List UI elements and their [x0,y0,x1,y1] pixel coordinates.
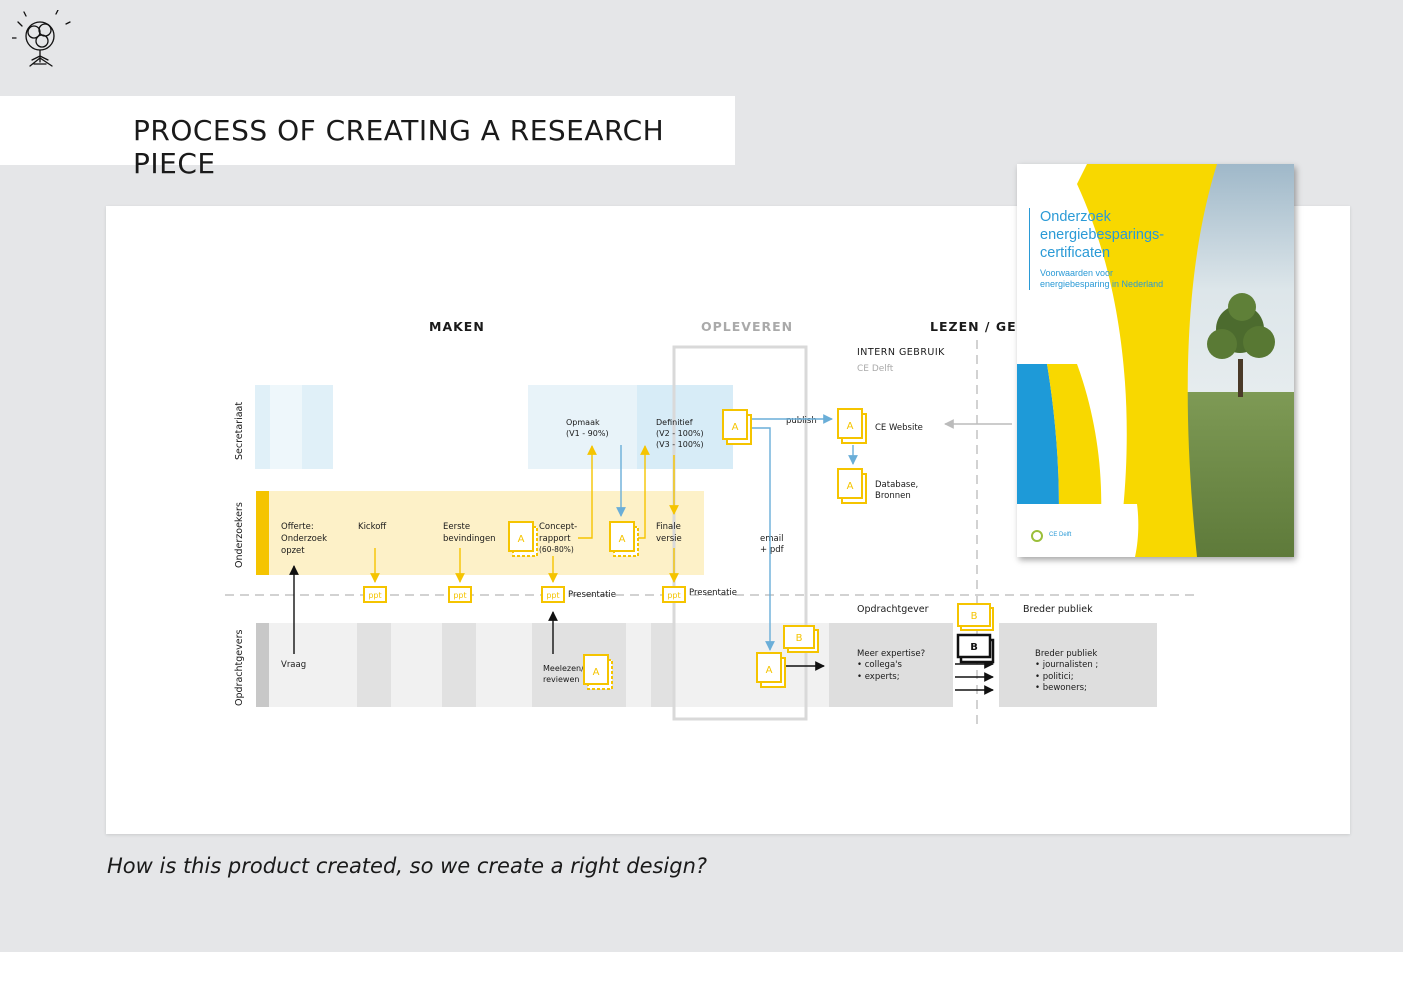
step-concept-2: rapport [539,534,571,544]
document-b-icon: B [956,633,995,664]
step-email-2: + pdf [760,545,785,555]
step-meelezen-2: reviewen [543,675,579,684]
svg-text:A: A [518,534,525,545]
title-band: PROCESS OF CREATING A RESEARCH PIECE [0,96,735,180]
svg-text:B: B [970,642,978,653]
step-opdrachtgever: Opdrachtgever [857,604,929,615]
ppt-icon: ppt [541,586,565,603]
process-diagram: MAKEN OPLEVEREN LEZEN / GEB INTERN GEBRU… [225,319,1200,730]
breder-publiek-box [999,623,1157,707]
step-presentatie-2: Presentatie [689,588,737,598]
page-title: PROCESS OF CREATING A RESEARCH PIECE [133,114,665,180]
step-database-1: Database, [875,480,918,490]
step-finale-1: Finale [656,522,681,532]
step-breder-1: Breder publiek [1035,649,1097,659]
lane-opdrachtgevers: Opdrachtgevers [234,630,245,706]
document-a-icon: A [609,521,639,557]
step-breder-3: • politici; [1035,672,1074,682]
svg-text:B: B [971,611,978,622]
step-definitief-3: (V3 - 100%) [656,440,704,449]
step-finale-2: versie [656,534,682,544]
step-breder-2: • journalisten ; [1035,660,1098,670]
svg-text:B: B [796,633,803,644]
step-concept-3: (60-80%) [539,545,574,554]
step-email-1: email [760,534,783,544]
step-concept-1: Concept- [539,522,577,532]
intern-gebruik-title: INTERN GEBRUIK [857,347,945,358]
lane-secretariaat: Secretariaat [234,402,245,460]
phase-opleveren: OPLEVEREN [701,319,793,334]
document-b-icon: B [783,625,819,653]
ppt-icon: ppt [363,586,387,603]
svg-text:A: A [847,481,854,492]
step-kickoff: Kickoff [358,522,387,532]
ppt-icon: ppt [448,586,472,603]
step-vraag: Vraag [281,660,306,670]
document-a-icon: A [508,521,538,557]
cover-title: Onderzoek energiebesparings- certificate… [1040,209,1165,261]
step-publish: publish [786,416,817,426]
step-eerste-2: bevindingen [443,534,496,544]
step-opmaak-2: (V1 - 90%) [566,429,609,438]
svg-text:A: A [766,665,773,676]
opdrachtgevers-marker [256,623,269,707]
svg-text:ppt: ppt [667,591,680,600]
svg-text:A: A [593,667,600,678]
lane-onderzoekers: Onderzoekers [234,502,245,568]
tree-icon [1207,293,1275,397]
svg-text:A: A [619,534,626,545]
onderzoekers-marker [256,491,269,575]
phase-maken: MAKEN [429,319,485,334]
step-breder-publiek: Breder publiek [1023,604,1093,615]
step-database-2: Bronnen [875,491,911,501]
phase-lezen: LEZEN / GEB [930,319,1027,334]
document-b-icon: B [957,603,994,631]
step-breder-4: • bewoners; [1035,683,1087,693]
document-a-icon: A [583,654,613,690]
document-a-icon: A [837,468,867,504]
step-meer-3: • experts; [857,672,900,682]
step-definitief-2: (V2 - 100%) [656,429,704,438]
step-presentatie-1: Presentatie [568,590,616,600]
step-meer-1: Meer expertise? [857,649,925,659]
step-definitief-1: Definitief [656,418,693,427]
caption: How is this product created, so we creat… [107,854,708,878]
step-offerte-1: Offerte: [281,522,314,532]
ce-delft-logo-icon [1031,530,1043,542]
step-eerste-1: Eerste [443,522,470,532]
step-offerte-3: opzet [281,546,305,556]
cover-brand: CE Delft [1049,532,1072,538]
meer-expertise-box [829,623,953,707]
cover-subtitle: Voorwaarden voor energiebesparing in Ned… [1040,268,1164,289]
svg-text:ppt: ppt [546,591,559,600]
report-cover: Onderzoek energiebesparings- certificate… [1017,164,1294,557]
opleveren-frame [672,345,808,721]
step-offerte-2: Onderzoek [281,534,327,544]
step-ce-website: CE Website [875,423,923,433]
intern-gebruik-sub: CE Delft [857,364,894,374]
step-meer-2: • collega's [857,660,902,670]
document-a-icon: A [756,652,786,688]
lightbulb-tree-logo-icon [12,10,71,67]
svg-text:ppt: ppt [368,591,381,600]
svg-text:A: A [732,422,739,433]
footer-band [0,952,1403,992]
document-a-icon: A [837,408,867,444]
svg-text:ppt: ppt [453,591,466,600]
ppt-icon: ppt [662,586,686,603]
svg-text:A: A [847,421,854,432]
cover-artwork [1017,164,1294,557]
document-a-icon: A [722,409,752,445]
step-meelezen-1: Meelezen/ [543,664,584,673]
cover-text-block: Onderzoek energiebesparings- certificate… [1029,208,1190,290]
step-opmaak-1: Opmaak [566,418,600,427]
